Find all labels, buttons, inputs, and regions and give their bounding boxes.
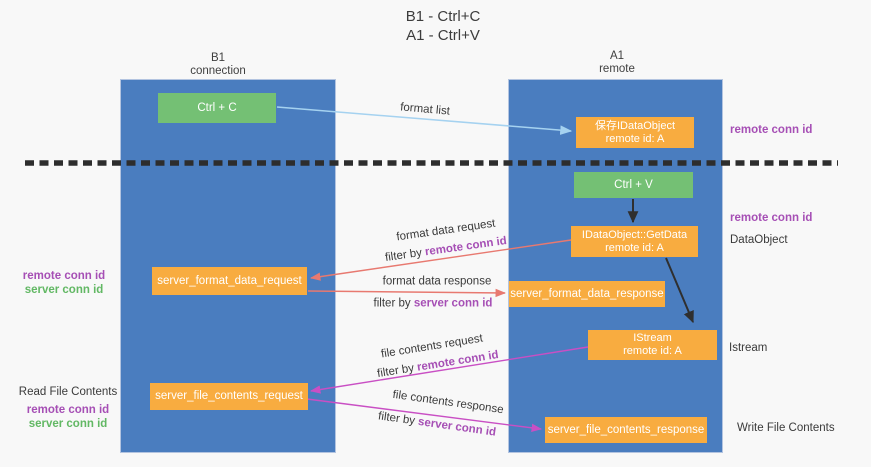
node-idataobject-getdata: IDataObject::GetData remote id: A — [571, 226, 698, 257]
node-istream: IStream remote id: A — [588, 330, 717, 360]
right-label-dataobject: DataObject — [730, 234, 788, 246]
diagram-title: B1 - Ctrl+C A1 - Ctrl+V — [406, 7, 481, 45]
istream-line2: remote id: A — [623, 345, 682, 357]
edge-label-filter-server-2: filter by server conn id — [377, 410, 497, 439]
server-conn-id-text: server conn id — [417, 415, 497, 439]
title-line-1: B1 - Ctrl+C — [405, 8, 481, 25]
node-ctrl-c: Ctrl + C — [158, 93, 276, 123]
server-format-data-request-label: server_format_data_request — [157, 274, 302, 287]
left-label-read-file-contents: Read File Contents — [18, 386, 118, 398]
edge-label-file-contents-response: file contents response — [391, 388, 505, 417]
node-server-format-data-response: server_format_data_response — [509, 281, 665, 307]
node-server-format-data-request: server_format_data_request — [152, 267, 307, 295]
filter-by-text: filter by — [377, 410, 419, 428]
ctrl-v-label: Ctrl + V — [614, 178, 653, 191]
lane-header-b1: B1 connection — [190, 52, 246, 78]
left-label-remote-conn-id-1: remote conn id — [22, 270, 106, 282]
server-conn-id-text: server conn id — [413, 297, 493, 310]
right-label-istream: Istream — [729, 342, 768, 354]
edge-label-format-list: format list — [399, 101, 451, 118]
filter-by-text: filter by — [384, 246, 426, 264]
edge-label-format-data-response: format data response — [382, 275, 492, 288]
edge-label-filter-server-1: filter by server conn id — [374, 298, 493, 311]
lane-b1-name: B1 — [210, 52, 226, 64]
title-line-2: A1 - Ctrl+V — [406, 27, 480, 44]
ctrl-c-label: Ctrl + C — [197, 101, 237, 114]
left-label-server-conn-id-1: server conn id — [24, 284, 104, 296]
getdata-line2: remote id: A — [605, 241, 664, 254]
node-server-file-contents-response: server_file_contents_response — [545, 417, 707, 443]
filter-by-text: filter by — [373, 297, 414, 310]
right-label-write-file-contents: Write File Contents — [737, 422, 835, 434]
getdata-line1: IDataObject::GetData — [581, 228, 688, 241]
node-save-idataobject: 保存IDataObject remote id: A — [576, 117, 694, 148]
right-label-remote-conn-id-top: remote conn id — [730, 124, 813, 136]
lane-header-a1: A1 remote — [599, 50, 635, 76]
server-file-contents-response-label: server_file_contents_response — [547, 423, 705, 436]
format-data-response-arrow — [307, 288, 507, 298]
node-ctrl-v: Ctrl + V — [574, 172, 693, 198]
server-file-contents-request-label: server_file_contents_request — [155, 390, 303, 402]
right-label-remote-conn-id-mid: remote conn id — [730, 212, 813, 224]
left-label-remote-conn-id-2: remote conn id — [26, 404, 110, 416]
save-idataobject-line1: 保存IDataObject — [594, 119, 676, 132]
lane-a1-name: A1 — [609, 50, 625, 62]
lane-a1-role: remote — [599, 63, 635, 75]
lane-b1-role: connection — [190, 65, 246, 77]
server-format-data-response-label: server_format_data_response — [510, 287, 664, 300]
save-idataobject-line2: remote id: A — [605, 132, 665, 145]
left-label-server-conn-id-2: server conn id — [28, 418, 108, 430]
node-server-file-contents-request: server_file_contents_request — [150, 383, 308, 410]
istream-line1: IStream — [633, 332, 672, 344]
filter-by-text: filter by — [376, 361, 419, 381]
